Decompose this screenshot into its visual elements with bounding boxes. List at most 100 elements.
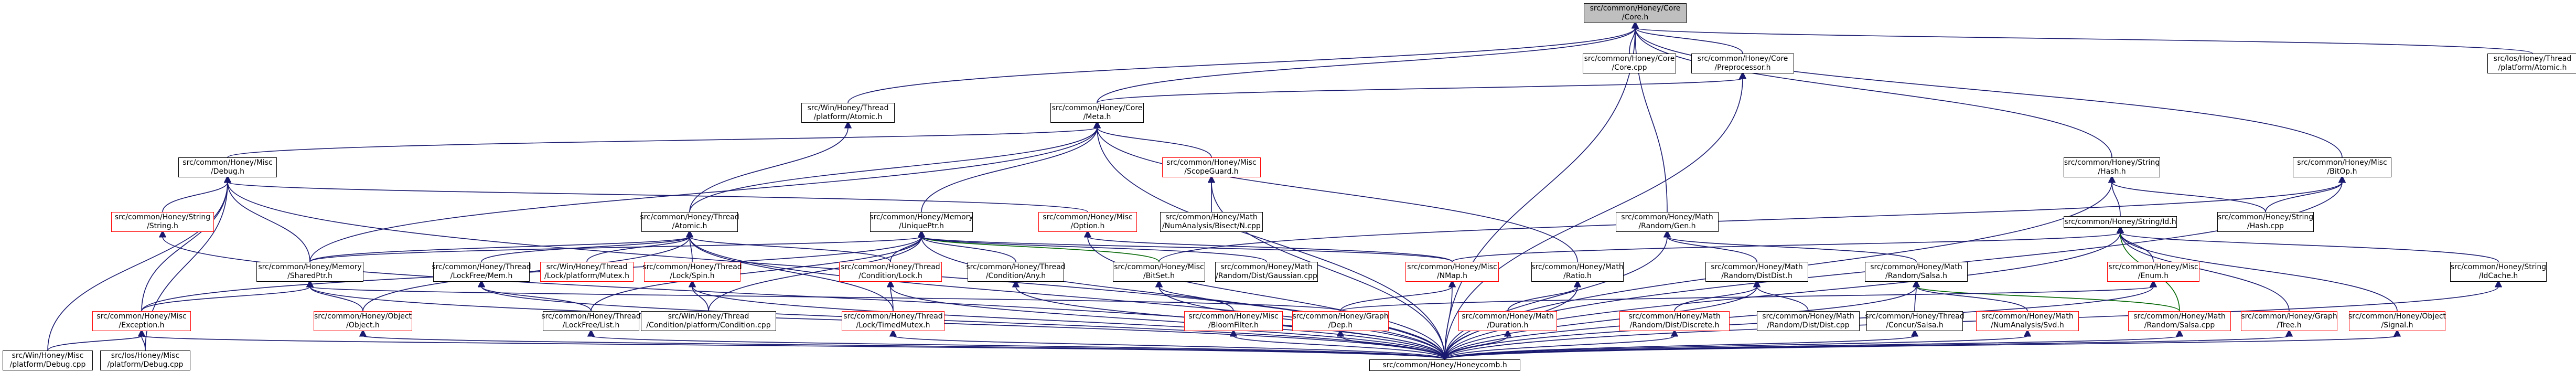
node-label-line: src/common/Honey/Misc	[1188, 312, 1279, 321]
graph-node-object-h[interactable]: src/common/Honey/Object/Object.h	[314, 311, 412, 331]
graph-node-bitop-h[interactable]: src/common/Honey/Misc/BitOp.h	[2293, 157, 2391, 177]
graph-node-honeycomb-h[interactable]: src/common/Honey/Honeycomb.h	[1369, 359, 1520, 371]
graph-edge-lockfree-list-to-honeycomb-h	[587, 329, 1445, 360]
graph-node-bitset-h[interactable]: src/common/Honey/Misc/BitSet.h	[1113, 262, 1205, 282]
graph-edge-core-h-to-hash-h	[1631, 21, 2112, 158]
graph-node-sharedptr-h[interactable]: src/common/Honey/Memory/SharedPtr.h	[256, 262, 363, 282]
graph-node-ios-atomic[interactable]: src/Ios/Honey/Thread/platform/Atomic.h	[2487, 54, 2576, 73]
node-label-line: src/common/Honey/Math	[1628, 312, 1721, 321]
graph-node-graph-dep[interactable]: src/common/Honey/Graph/Dep.h	[1292, 311, 1389, 331]
graph-node-uniqueptr-h[interactable]: src/common/Honey/Memory/UniquePtr.h	[870, 212, 973, 232]
graph-edge-debug-h-to-string-h	[162, 175, 232, 212]
node-label-line: /Preprocessor.h	[1714, 63, 1771, 72]
graph-node-win-atomic[interactable]: src/Win/Honey/Thread/platform/Atomic.h	[801, 103, 895, 123]
node-label-line: src/common/Honey/Core	[1697, 55, 1788, 63]
graph-node-exception-h[interactable]: src/common/Honey/Misc/Exception.h	[92, 311, 191, 331]
node-label-line: src/common/Honey/Thread	[541, 312, 641, 321]
node-label-line: src/common/Honey/Misc	[1043, 213, 1133, 221]
graph-edge-uniqueptr-h-to-sharedptr-h	[309, 230, 926, 262]
graph-edge-core-h-to-honeycomb-h	[1444, 21, 1639, 360]
node-label-line: /Lock/Spin.h	[670, 272, 715, 280]
graph-node-numanalysis-svd[interactable]: src/common/Honey/Math/NumAnalysis/Svd.h	[1976, 311, 2079, 331]
graph-node-lockfree-mem[interactable]: src/common/Honey/Thread/LockFree/Mem.h	[432, 262, 531, 282]
graph-node-condition-lock[interactable]: src/common/Honey/Thread/Condition/Lock.h	[839, 262, 942, 282]
graph-node-meta-h[interactable]: src/common/Honey/Core/Meta.h	[1050, 103, 1144, 123]
graph-edge-meta-h-to-sharedptr-h	[309, 121, 1101, 262]
node-label-line: /Random/Dist/Dist.cpp	[1767, 321, 1850, 330]
graph-edge-stringid-h-to-nmap-h	[1452, 226, 2124, 262]
node-label-line: /ScopeGuard.h	[1184, 167, 1239, 176]
graph-edge-distdist-h-to-distdiscrete	[1674, 280, 1761, 312]
graph-edge-stringid-h-to-object-signal	[2116, 226, 2398, 312]
node-label-line: src/common/Honey/Math	[1462, 312, 1554, 321]
graph-node-idcache-h[interactable]: src/common/Honey/String/IdCache.h	[2450, 262, 2547, 282]
graph-node-ios-debug[interactable]: src/Ios/Honey/Misc/platform/Debug.cpp	[100, 350, 190, 370]
graph-node-atomic-h[interactable]: src/common/Honey/Thread/Atomic.h	[640, 212, 739, 232]
graph-edge-option-h-to-nmap-h	[1083, 230, 1453, 262]
graph-edge-atomic-h-to-honeycomb-h	[685, 230, 1445, 360]
node-label-line: /LockFree/List.h	[562, 321, 620, 330]
graph-node-concur-salsa[interactable]: src/common/Honey/Thread/Concur/Salsa.h	[1865, 311, 1965, 331]
graph-edge-numanalysis-svd-to-honeycomb-h	[1444, 329, 2032, 360]
graph-node-distdist-h[interactable]: src/common/Honey/Math/Random/DistDist.h	[1705, 262, 1808, 282]
node-label-line: src/Win/Honey/Thread	[546, 263, 628, 271]
graph-node-scopeguard-h[interactable]: src/common/Honey/Misc/ScopeGuard.h	[1162, 157, 1261, 177]
node-label-line: /Hash.h	[2098, 167, 2126, 176]
graph-node-win-condition[interactable]: src/Win/Honey/Thread/Condition/platform/…	[641, 311, 776, 331]
node-label-line: /platform/Debug.cpp	[107, 360, 184, 369]
node-label-line: src/Win/Honey/Thread	[668, 312, 749, 321]
node-label-line: /Condition/platform/Condition.cpp	[646, 321, 771, 330]
graph-node-core-cpp[interactable]: src/common/Honey/Core/Core.cpp	[1583, 54, 1676, 73]
node-label-line: src/Win/Honey/Misc	[12, 352, 84, 360]
node-label-line: src/common/Honey/Graph	[1292, 312, 1389, 321]
graph-node-stringid-h[interactable]: src/common/Honey/String/Id.h	[2064, 216, 2177, 228]
graph-edge-meta-h-to-debug-h	[227, 121, 1101, 158]
graph-edge-core-h-to-bitop-h	[1631, 21, 2343, 158]
graph-node-win-debug[interactable]: src/Win/Honey/Misc/platform/Debug.cpp	[3, 350, 93, 370]
graph-node-nmap-h[interactable]: src/common/Honey/Misc/NMap.h	[1405, 262, 1499, 282]
graph-node-condition-any[interactable]: src/common/Honey/Thread/Condition/Any.h	[966, 262, 1066, 282]
node-label-line: src/Ios/Honey/Misc	[111, 352, 180, 360]
graph-node-lock-timedmutex[interactable]: src/common/Honey/Thread/Lock/TimedMutex.…	[842, 311, 944, 331]
graph-node-salsa-h[interactable]: src/common/Honey/Math/Random/Salsa.h	[1865, 262, 1968, 282]
node-label-line: /Random/Gen.h	[1638, 222, 1696, 230]
node-label-line: src/common/Honey/String	[2064, 158, 2160, 167]
node-label-line: /Random/DistDist.h	[1721, 272, 1793, 280]
graph-node-ratio-h[interactable]: src/common/Honey/Math/Ratio.h	[1531, 262, 1624, 282]
graph-node-option-h[interactable]: src/common/Honey/Misc/Option.h	[1038, 212, 1137, 232]
graph-node-win-mutex[interactable]: src/Win/Honey/Thread/Lock/platform/Mutex…	[540, 262, 634, 282]
graph-edge-uniqueptr-h-to-condition-lock	[890, 230, 926, 262]
graph-edge-bitop-h-to-string-hash	[2265, 175, 2346, 212]
node-label-line: /Hash.cpp	[2247, 222, 2284, 230]
graph-edge-idcache-h-to-honeycomb-h	[1444, 280, 2503, 360]
graph-node-random-gen[interactable]: src/common/Honey/Math/Random/Gen.h	[1616, 212, 1719, 232]
graph-node-bloomfilter[interactable]: src/common/Honey/Misc/BloomFilter.h	[1184, 311, 1283, 331]
node-label-line: src/common/Honey/Misc	[1407, 263, 1497, 271]
graph-node-duration-h[interactable]: src/common/Honey/Math/Duration.h	[1458, 311, 1557, 331]
graph-node-enum-h[interactable]: src/common/Honey/Misc/Enum.h	[2107, 262, 2199, 282]
graph-node-hash-h[interactable]: src/common/Honey/String/Hash.h	[2064, 157, 2160, 177]
graph-node-string-hash[interactable]: src/common/Honey/String/Hash.cpp	[2217, 212, 2314, 232]
graph-edge-random-gen-to-honeycomb-h	[1444, 230, 1671, 360]
graph-node-nonanalysis-bisect[interactable]: src/common/Honey/Math/NumAnalysis/Bisect…	[1160, 212, 1263, 232]
graph-node-object-signal[interactable]: src/common/Honey/Object/Signal.h	[2348, 311, 2446, 331]
node-label-line: src/common/Honey/Misc	[96, 312, 187, 321]
graph-node-distdist-cpp[interactable]: src/common/Honey/Math/Random/Dist/Dist.c…	[1757, 311, 1860, 331]
node-label-line: src/common/Honey/Math	[1220, 263, 1313, 271]
graph-node-string-h[interactable]: src/common/Honey/String/String.h	[111, 212, 214, 232]
node-label-line: src/common/Honey/Thread	[1865, 312, 1965, 321]
graph-node-lock-spin[interactable]: src/common/Honey/Thread/Lock/Spin.h	[642, 262, 742, 282]
node-label-line: /NumAnalysis/Svd.h	[1991, 321, 2064, 330]
graph-node-salsa-cpp[interactable]: src/common/Honey/Math/Random/Salsa.cpp	[2128, 311, 2231, 331]
graph-node-preprocessor-h[interactable]: src/common/Honey/Core/Preprocessor.h	[1691, 54, 1794, 73]
node-label-line: /Enum.h	[2138, 272, 2169, 280]
graph-edge-meta-h-to-ratio-h	[1093, 121, 1578, 262]
graph-node-graph-tree[interactable]: src/common/Honey/Graph/Tree.h	[2241, 311, 2337, 331]
graph-node-debug-h[interactable]: src/common/Honey/Misc/Debug.h	[178, 157, 277, 177]
node-label-line: /Object.h	[346, 321, 380, 330]
graph-node-core-h[interactable]: src/common/Honey/Core/Core.h	[1584, 3, 1687, 23]
graph-node-disgaussian[interactable]: src/common/Honey/Math/Random/Dist/Gaussi…	[1215, 262, 1318, 282]
graph-node-distdiscrete[interactable]: src/common/Honey/Math/Random/Dist/Discre…	[1619, 311, 1730, 331]
node-label-line: /Condition/Any.h	[985, 272, 1046, 280]
graph-node-lockfree-list[interactable]: src/common/Honey/Thread/LockFree/List.h	[541, 311, 641, 331]
